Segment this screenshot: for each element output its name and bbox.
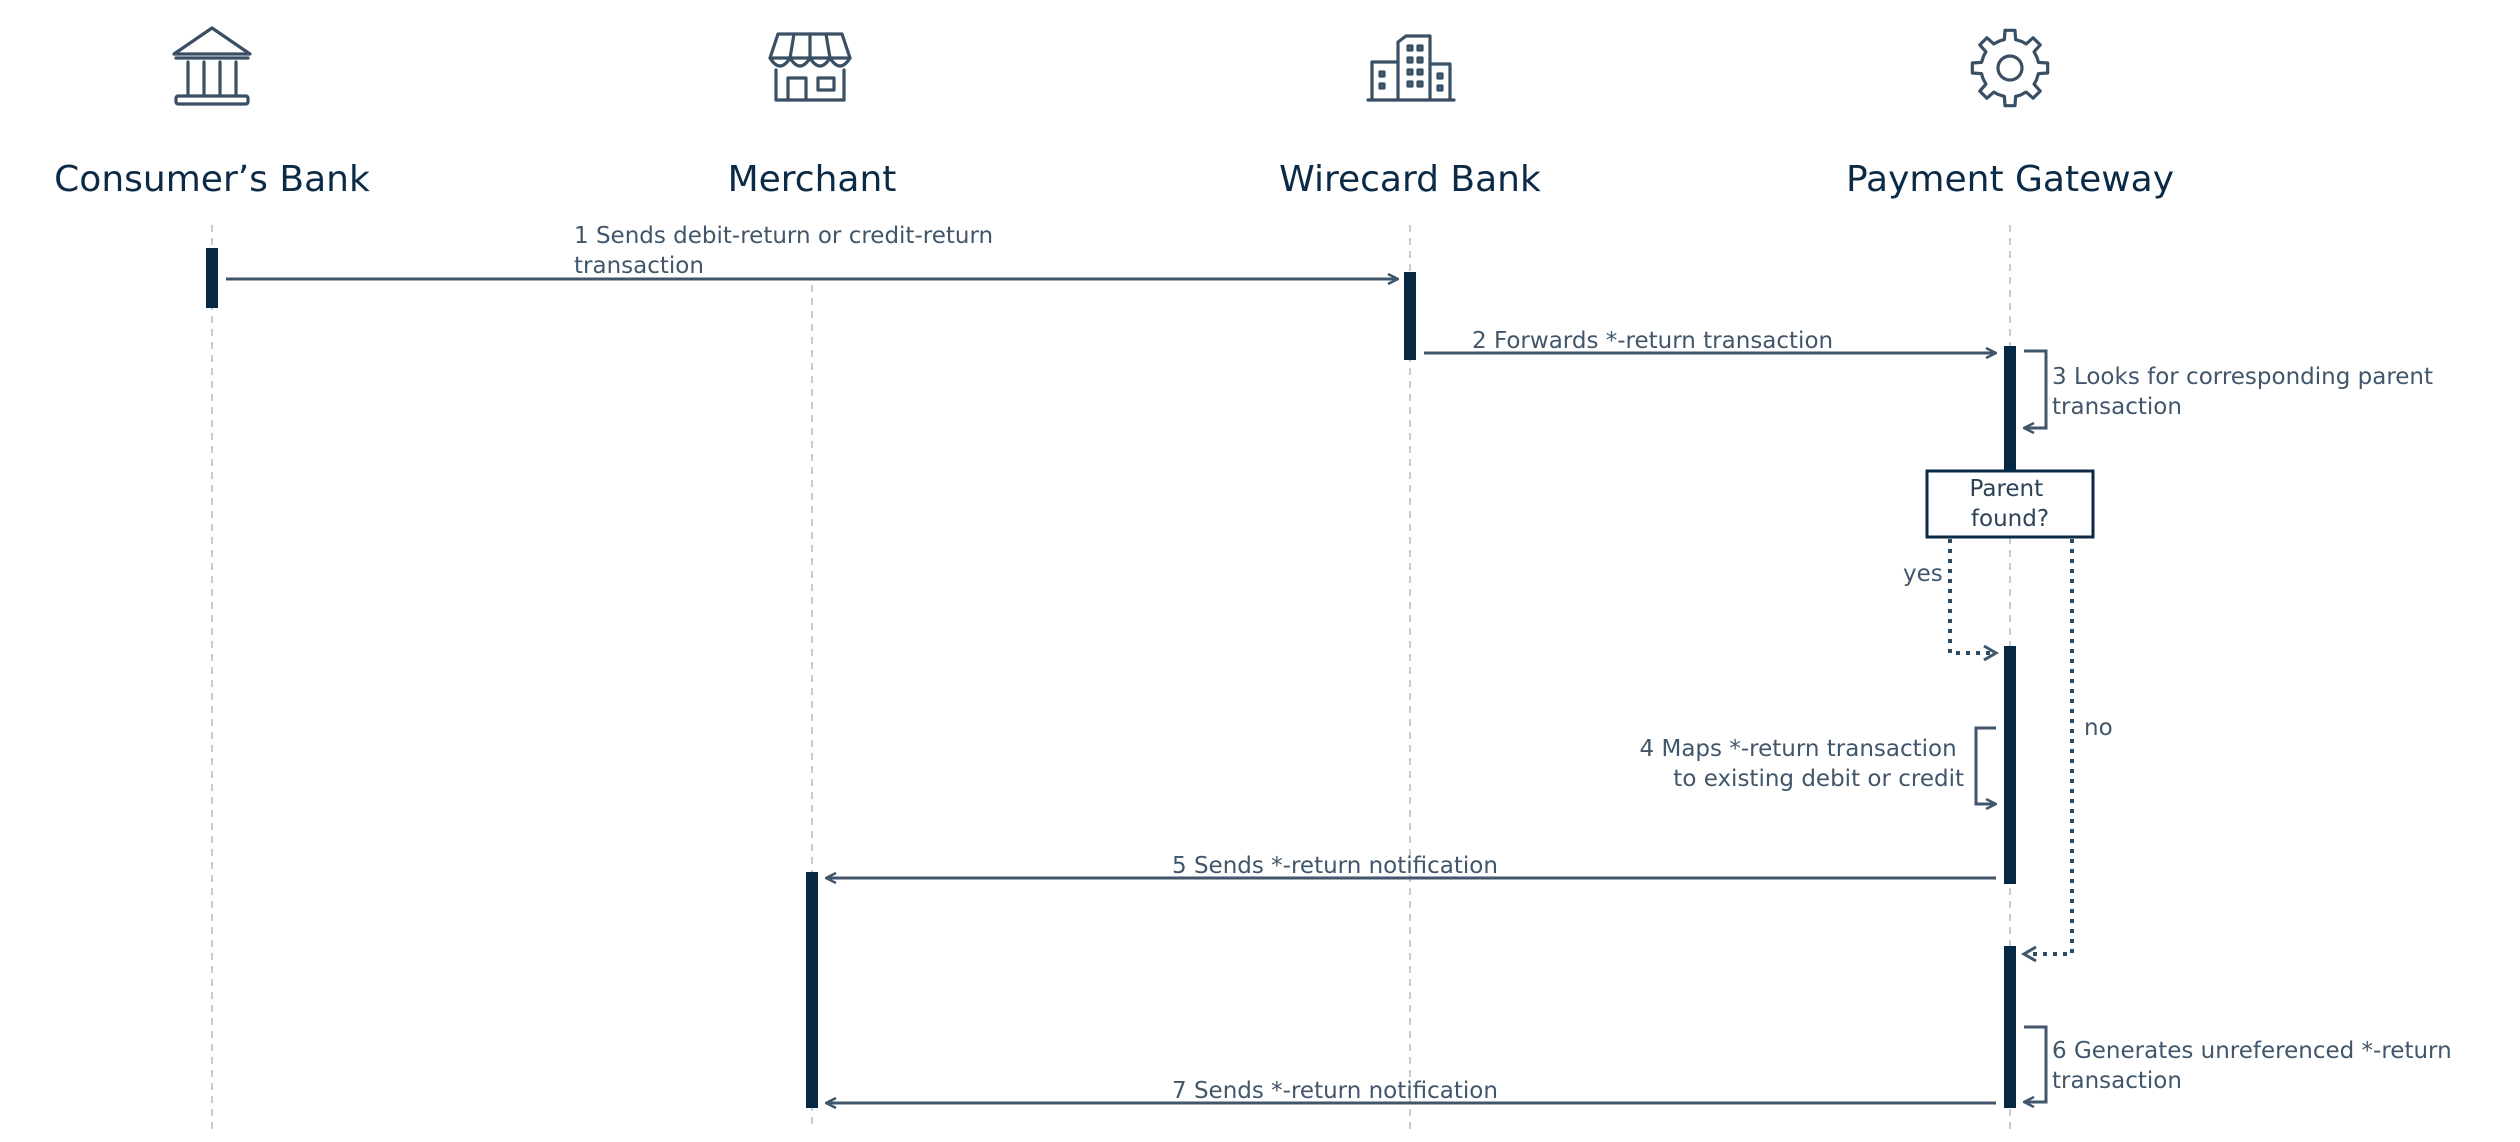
- message-6-arrow: [2024, 1025, 2048, 1102]
- activation-gateway-1: [2004, 346, 2016, 472]
- actor-name-merchant: Merchant: [728, 159, 897, 200]
- activation-consumers-bank: [206, 248, 218, 308]
- actor-name-wirecard-bank: Wirecard Bank: [1279, 159, 1541, 200]
- no-label: no: [2084, 715, 2113, 741]
- gear-icon: [1970, 28, 2050, 108]
- activation-gateway-3: [2004, 946, 2016, 1108]
- message-3-label: 3 Looks for corresponding parent transac…: [2052, 364, 2440, 420]
- actor-name-consumers-bank: Consumer’s Bank: [54, 159, 370, 200]
- decision-box: [1925, 469, 2095, 539]
- message-4-label: 4 Maps *-return transaction to existing …: [1640, 736, 1964, 792]
- store-icon: [768, 32, 852, 102]
- message-4-arrow: [1974, 726, 1996, 804]
- yes-label: yes: [1903, 561, 1943, 587]
- activation-wirecard-bank: [1404, 272, 1416, 360]
- message-1-label: 1 Sends debit-return or credit-return tr…: [574, 223, 1000, 279]
- bank-icon: [172, 26, 252, 106]
- message-6-label: 6 Generates unreferenced *-return transa…: [2052, 1038, 2459, 1094]
- no-branch-arrow: [2030, 539, 2074, 956]
- no-arrowhead: [2021, 945, 2037, 963]
- actor-name-payment-gateway: Payment Gateway: [1846, 159, 2174, 200]
- message-5-label: 5 Sends *-return notification: [1172, 853, 1498, 879]
- activation-merchant: [806, 872, 818, 1108]
- message-2-label: 2 Forwards *-return transaction: [1472, 328, 1833, 354]
- decision-text: Parent found?: [1970, 476, 2051, 532]
- activation-gateway-2: [2004, 646, 2016, 884]
- message-3-arrow: [2024, 349, 2048, 428]
- yes-arrowhead: [1983, 644, 1999, 662]
- yes-branch-arrow: [1948, 539, 1992, 655]
- buildings-icon: [1366, 34, 1456, 102]
- message-7-label: 7 Sends *-return notification: [1172, 1078, 1498, 1104]
